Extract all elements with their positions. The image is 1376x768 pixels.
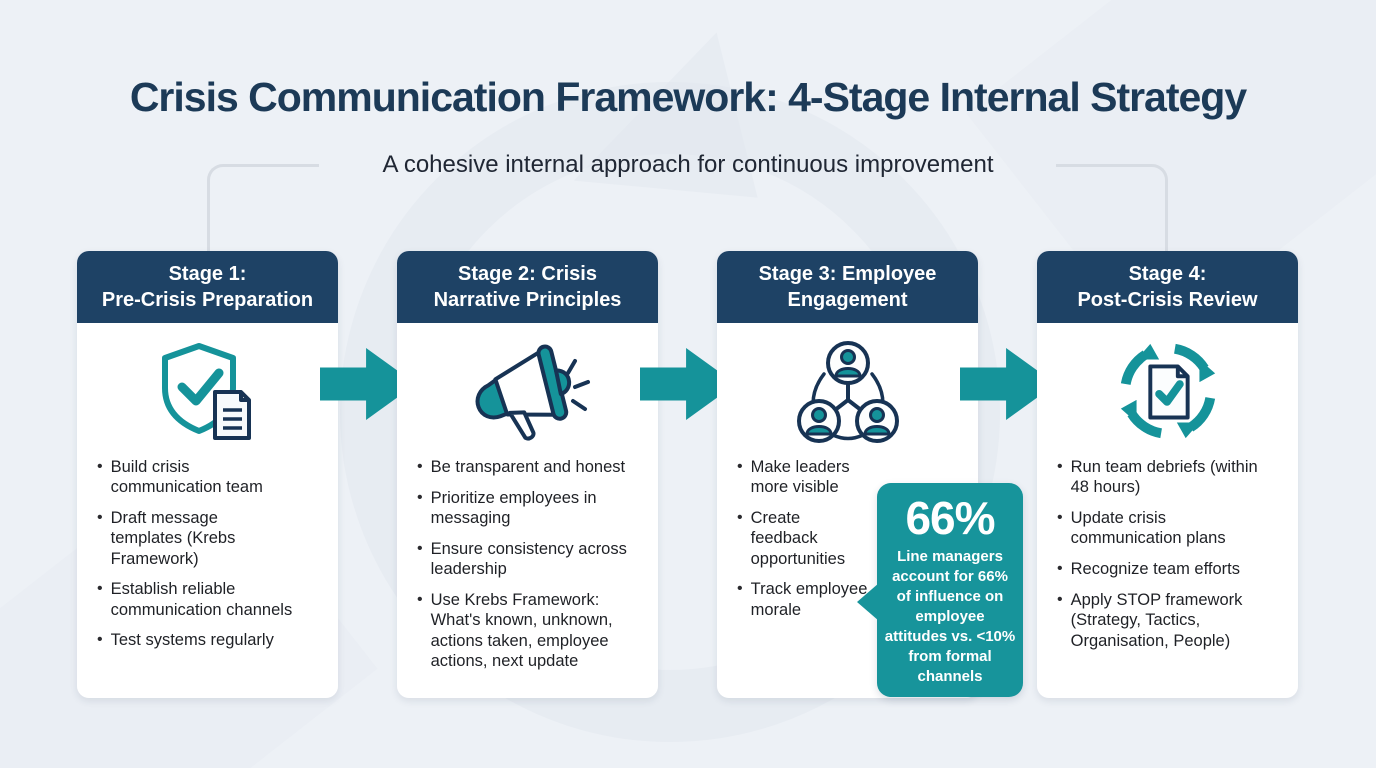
subtitle: A cohesive internal approach for continu…: [382, 151, 994, 178]
stage-2-title-line1: Stage 2: Crisis: [458, 263, 597, 285]
connector-line-right: [1056, 164, 1168, 252]
stage-2-header: Stage 2: Crisis Narrative Principles: [397, 251, 658, 323]
stage-3-title-line1: Stage 3: Employee: [758, 263, 937, 285]
stage-4-body: Run team debriefs (within 48 hours) Upda…: [1037, 323, 1298, 698]
people-network-icon: [717, 335, 978, 447]
stage-4-card: Stage 4: Post-Crisis Review: [1037, 251, 1298, 698]
stage-2-body: Be transparent and honest Prioritize emp…: [397, 323, 658, 698]
megaphone-icon: [397, 335, 658, 447]
stage-3-bullet-list: Make leaders more visible Create feedbac…: [717, 447, 978, 620]
bullet-item: Test systems regularly: [97, 630, 328, 651]
stage-1-title-line1: Stage 1:: [168, 263, 247, 285]
stage-3-header: Stage 3: Employee Engagement: [717, 251, 978, 323]
bullet-item: Use Krebs Framework: What's known, unkno…: [417, 590, 648, 672]
cycle-document-icon: [1037, 335, 1298, 447]
page-title: Crisis Communication Framework: 4-Stage …: [129, 74, 1247, 120]
stat-description: Line managers account for 66% of influen…: [884, 548, 1016, 685]
bullet-item: Prioritize employees in messaging: [417, 488, 648, 529]
bullet-item: Establish reliable communication channel…: [97, 579, 328, 620]
bullet-item: Track employee morale: [737, 579, 968, 620]
stage-1-title-line2: Pre-Crisis Preparation: [101, 289, 314, 311]
stage-1-card: Stage 1: Pre-Crisis Preparation Build cr…: [77, 251, 338, 698]
stat-callout: 66% Line managers account for 66% of inf…: [857, 483, 1023, 697]
stage-3-title-line2: Engagement: [787, 289, 908, 311]
stage-1-header: Stage 1: Pre-Crisis Preparation: [77, 251, 338, 323]
connector-line-left: [207, 164, 319, 252]
bullet-item: Run team debriefs (within 48 hours): [1057, 457, 1288, 498]
bullet-item: Make leaders more visible: [737, 457, 968, 498]
stage-4-title-line1: Stage 4:: [1128, 263, 1207, 285]
stage-4-title-line2: Post-Crisis Review: [1077, 289, 1258, 311]
stage-1-body: Build crisis communication team Draft me…: [77, 323, 338, 698]
bullet-item: Ensure consistency across leadership: [417, 539, 648, 580]
bullet-item: Draft message templates (Krebs Framework…: [97, 508, 328, 569]
shield-check-document-icon: [77, 335, 338, 447]
callout-tail: [857, 583, 879, 621]
stage-2-title-line2: Narrative Principles: [433, 289, 622, 311]
stage-1-bullet-list: Build crisis communication team Draft me…: [77, 447, 338, 651]
bullet-item: Update crisis communication plans: [1057, 508, 1288, 549]
bullet-item: Recognize team efforts: [1057, 559, 1288, 580]
stage-2-bullet-list: Be transparent and honest Prioritize emp…: [397, 447, 658, 671]
stage-2-card: Stage 2: Crisis Narrative Principles: [397, 251, 658, 698]
bullet-item: Create feedback opportunities: [737, 508, 968, 569]
stat-value: 66%: [905, 492, 995, 544]
stage-4-header: Stage 4: Post-Crisis Review: [1037, 251, 1298, 323]
bullet-item: Apply STOP framework (Strategy, Tactics,…: [1057, 590, 1288, 651]
stage-4-bullet-list: Run team debriefs (within 48 hours) Upda…: [1037, 447, 1298, 651]
bullet-item: Build crisis communication team: [97, 457, 328, 498]
bullet-item: Be transparent and honest: [417, 457, 648, 478]
